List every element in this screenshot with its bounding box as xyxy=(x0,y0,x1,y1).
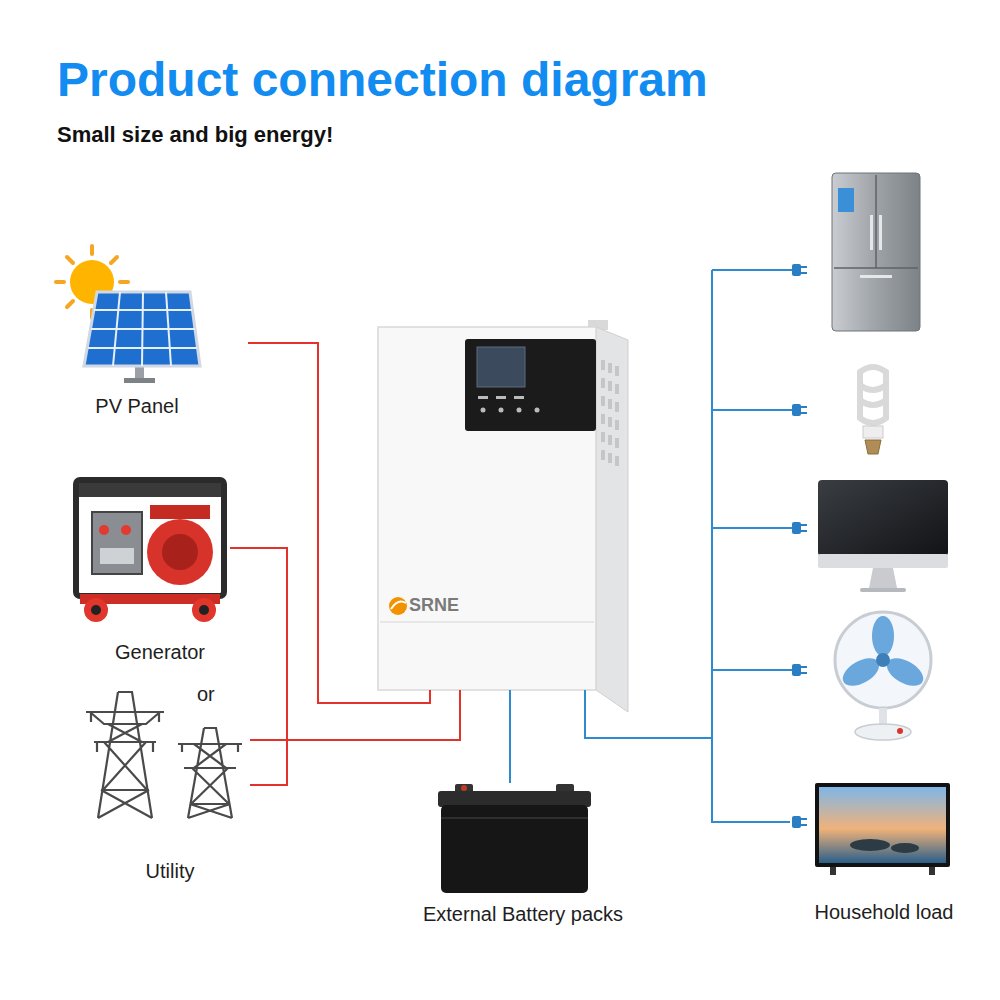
pv-panel-node: PV Panel xyxy=(40,250,248,428)
utility-node: Utility xyxy=(80,708,250,892)
wire-connector xyxy=(248,343,430,703)
generator-node: Generator xyxy=(60,470,230,670)
generator-icon xyxy=(76,480,224,622)
plug-icons xyxy=(792,264,807,828)
node-label: Utility xyxy=(146,859,195,883)
bulb-icon xyxy=(860,367,886,454)
inverter-node: SRNE xyxy=(378,325,610,690)
tv-icon xyxy=(815,783,950,875)
node-label: External Battery packs xyxy=(423,902,623,926)
utility-tower-icon xyxy=(86,692,242,818)
node-label: SRNE xyxy=(409,595,459,617)
load-bus xyxy=(712,270,792,822)
node-label: Household load xyxy=(815,900,954,924)
wire-connector xyxy=(509,690,511,783)
battery-node: External Battery packs xyxy=(405,783,641,933)
battery-icon xyxy=(438,784,591,893)
wire-connector xyxy=(250,690,460,785)
household-load-node: Household load xyxy=(790,165,970,935)
wire-connector xyxy=(585,690,790,822)
monitor-icon xyxy=(818,480,948,592)
fridge-icon xyxy=(832,173,920,331)
wire-connector xyxy=(230,548,460,740)
fan-icon xyxy=(835,612,931,740)
utility-wire-stub xyxy=(250,739,287,741)
subtitle: Small size and big energy! xyxy=(57,122,333,147)
title: Product connection diagram xyxy=(57,52,708,107)
node-label: Generator xyxy=(115,640,205,664)
inverter-housing xyxy=(378,320,628,712)
or-label: or xyxy=(197,683,215,706)
solar-panel-icon xyxy=(84,292,200,383)
node-label: PV Panel xyxy=(95,394,178,418)
